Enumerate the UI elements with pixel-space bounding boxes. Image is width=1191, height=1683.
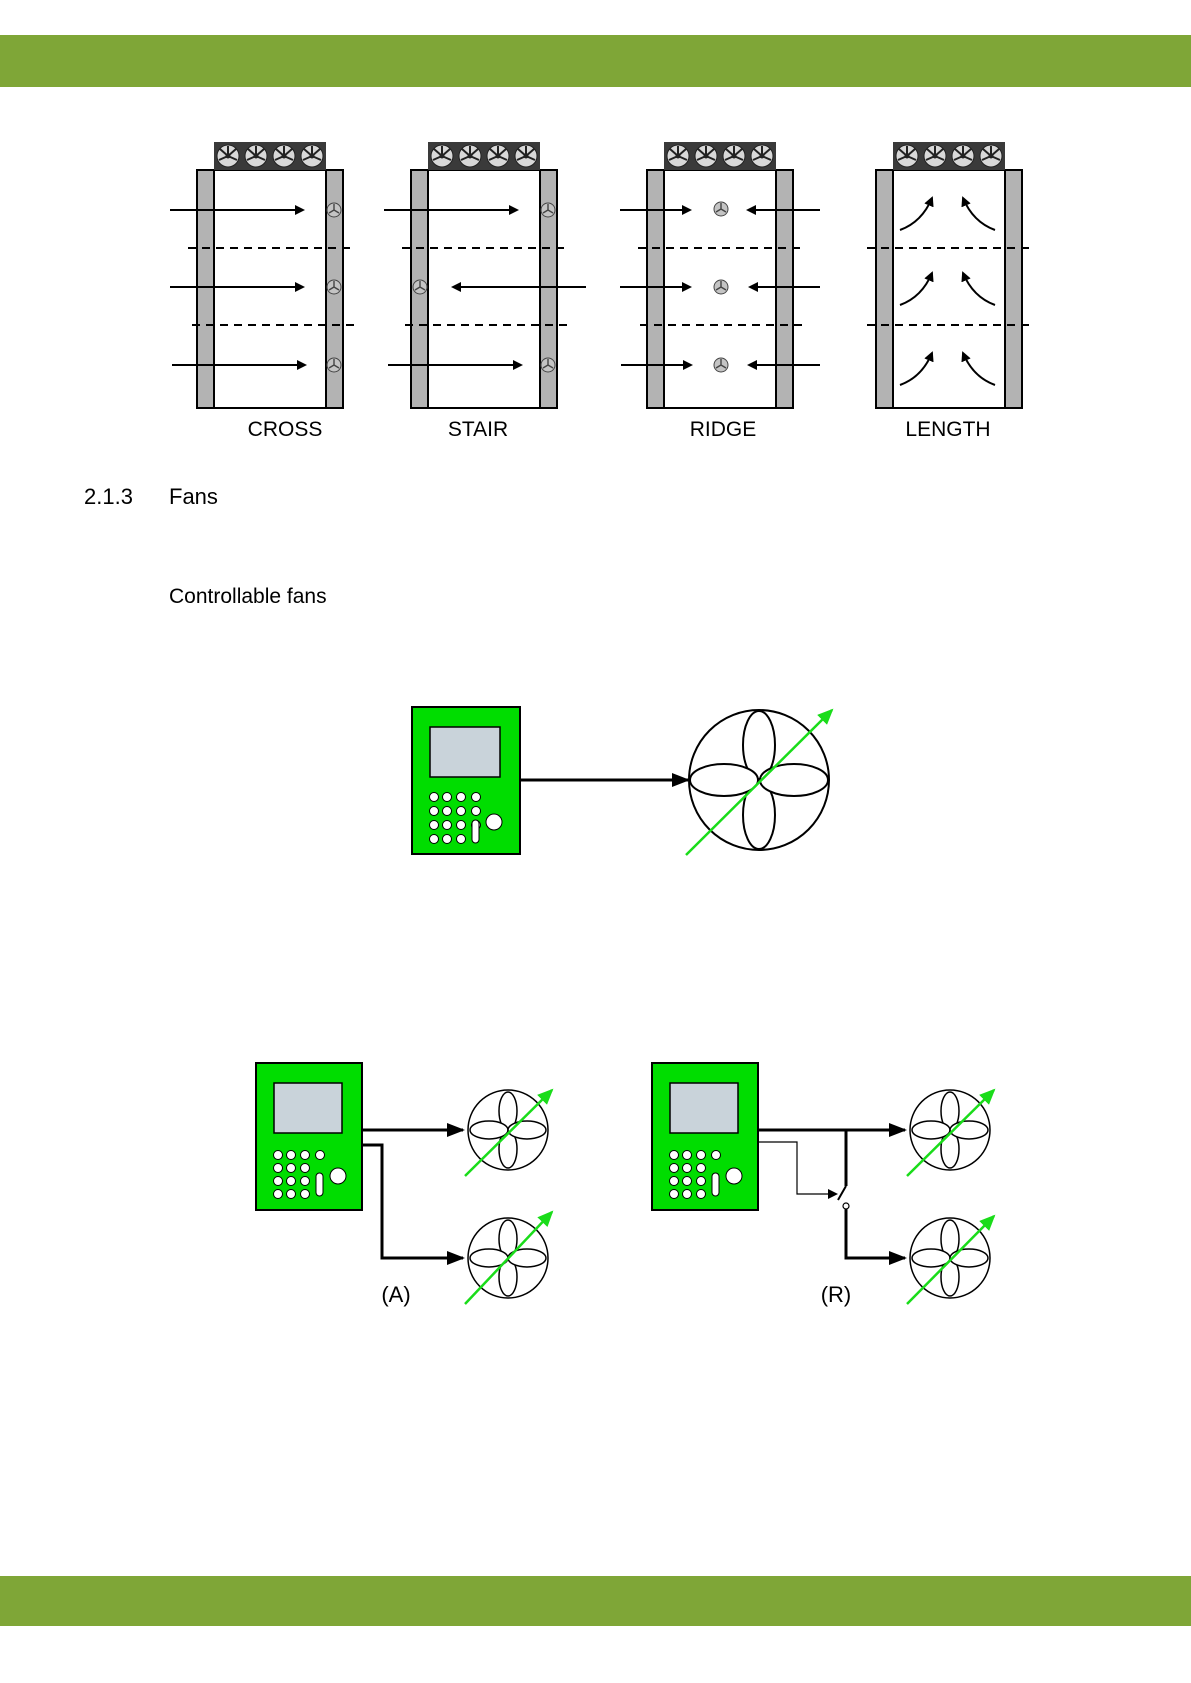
controllable-fan-icon xyxy=(465,1212,552,1304)
diagram-label-r: (R) xyxy=(821,1282,852,1307)
diagram-a: (A) xyxy=(256,1063,552,1307)
controller-device xyxy=(412,707,520,854)
controllable-fan-icon xyxy=(907,1090,994,1176)
controllable-fan-icon xyxy=(686,710,832,855)
controllable-fan-icon xyxy=(907,1216,994,1304)
footer-band xyxy=(0,1576,1191,1626)
switch-icon xyxy=(838,1186,846,1200)
diagram-r: (R) xyxy=(652,1063,994,1307)
diagram-label-a: (A) xyxy=(381,1282,410,1307)
controllable-fan-icon xyxy=(465,1090,552,1176)
